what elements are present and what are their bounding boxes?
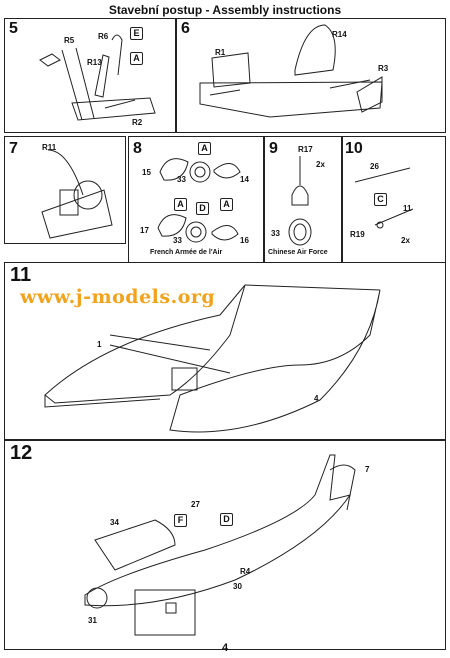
step-5-number: 5 (9, 20, 18, 37)
step-9-number: 9 (269, 140, 278, 157)
part-label-2x: 2x (316, 160, 325, 169)
part-label-r13: R13 (87, 58, 102, 67)
page-number: 4 (221, 642, 229, 654)
watermark-text: www.j-models.org (20, 286, 216, 308)
part-label-r6: R6 (98, 32, 109, 41)
step-9-panel (264, 136, 342, 263)
part-label-14: 14 (240, 175, 249, 184)
part-label-r19: R19 (350, 230, 365, 239)
color-box-a1: A (198, 142, 211, 155)
part-label-30: 30 (233, 582, 242, 591)
part-label-r14: R14 (332, 30, 347, 39)
part-label-33-a: 33 (177, 175, 186, 184)
part-label-16: 16 (240, 236, 249, 245)
color-box-a3: A (220, 198, 233, 211)
step-7-number: 7 (9, 140, 18, 157)
part-label-31: 31 (88, 616, 97, 625)
part-label-1: 1 (97, 340, 102, 349)
part-label-r5: R5 (64, 36, 75, 45)
color-box-f: F (174, 514, 187, 527)
part-label-33-c: 33 (271, 229, 280, 238)
step-9-caption: Chinese Air Force (268, 249, 328, 256)
step-12-number: 12 (10, 442, 33, 464)
color-box-a2: A (174, 198, 187, 211)
part-label-r3: R3 (378, 64, 389, 73)
color-box-a: A (130, 52, 143, 65)
step-10-panel (342, 136, 446, 263)
step-10-number: 10 (345, 140, 363, 157)
part-label-2x-b: 2x (401, 236, 410, 245)
part-label-r2: R2 (132, 118, 143, 127)
part-label-34: 34 (110, 518, 119, 527)
step-11-panel (4, 262, 446, 440)
color-box-d2: D (220, 513, 233, 526)
part-label-r1: R1 (215, 48, 226, 57)
color-box-e: E (130, 27, 143, 40)
part-label-33-b: 33 (173, 236, 182, 245)
step-6-number: 6 (181, 20, 190, 37)
part-label-r11: R11 (42, 143, 57, 152)
part-label-26: 26 (370, 162, 379, 171)
step-8-number: 8 (133, 140, 142, 157)
part-label-4: 4 (314, 394, 319, 403)
part-label-7: 7 (365, 465, 370, 474)
part-label-15: 15 (142, 168, 151, 177)
step-11-number: 11 (10, 264, 32, 286)
color-box-c: C (374, 193, 387, 206)
part-label-r17: R17 (298, 145, 313, 154)
part-label-17: 17 (140, 226, 149, 235)
page-title: Stavební postup - Assembly instructions (108, 3, 342, 17)
part-label-27: 27 (191, 500, 200, 509)
step-12-panel (4, 440, 446, 650)
part-label-r4: R4 (240, 567, 251, 576)
part-label-11: 11 (403, 204, 412, 213)
step-8-caption: French Armée de l'Air (150, 249, 223, 256)
color-box-d: D (196, 202, 209, 215)
